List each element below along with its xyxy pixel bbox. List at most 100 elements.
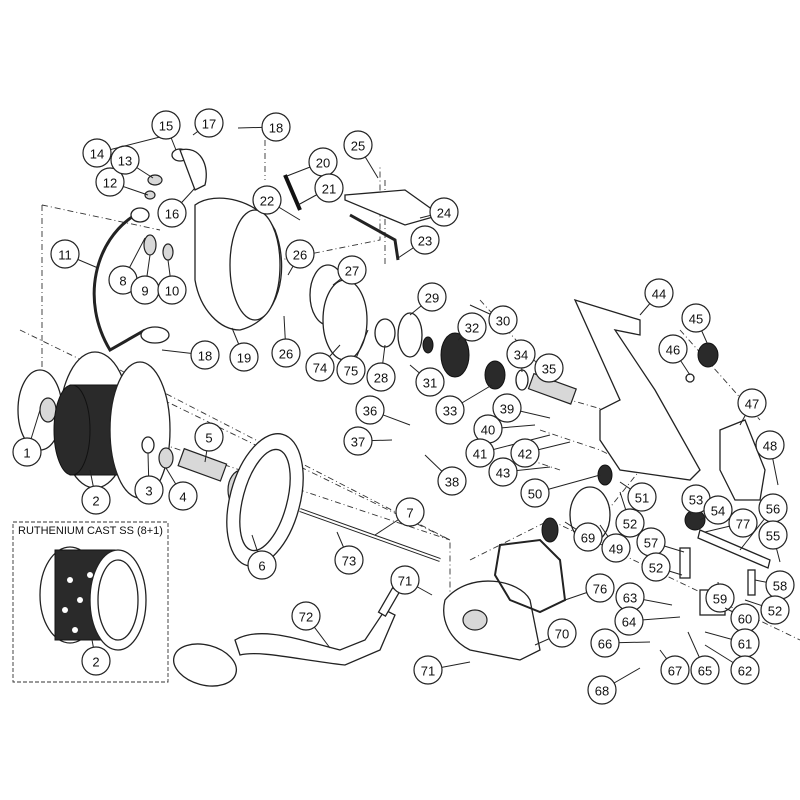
callout-circle — [157, 198, 187, 228]
callout-circle — [229, 342, 259, 372]
part-number: 35 — [542, 362, 556, 377]
part-number: 8 — [119, 274, 126, 289]
part-number: 12 — [103, 176, 117, 191]
callout-circle — [658, 334, 688, 364]
part-number: 29 — [425, 291, 439, 306]
part-number: 64 — [622, 615, 636, 630]
callout-circle — [337, 255, 367, 285]
callout: 4 — [165, 467, 198, 511]
callout: 70 — [534, 618, 577, 648]
callout: 25 — [343, 130, 379, 179]
callout-circle — [737, 388, 767, 418]
callout-circle — [343, 426, 373, 456]
part-number: 51 — [635, 491, 649, 506]
bail-and-housing — [92, 148, 442, 353]
callout: 59 — [705, 581, 735, 613]
part-number: 77 — [736, 517, 750, 532]
callout-circle — [334, 545, 364, 575]
callout-circle — [705, 583, 735, 613]
part-number: 75 — [344, 364, 358, 379]
callout: 42 — [510, 438, 571, 468]
callout: 52 — [615, 491, 645, 538]
callout-circle — [510, 438, 540, 468]
callout: 38 — [424, 454, 467, 496]
inset-callout: 2 — [81, 639, 111, 676]
callout-circle — [194, 108, 224, 138]
part-number: 57 — [644, 536, 658, 551]
callout: 47 — [737, 388, 767, 426]
part-number: 46 — [666, 343, 680, 358]
callout: 29 — [409, 282, 447, 316]
callout-circle — [760, 595, 790, 625]
inset-alternate-spool: RUTHENIUM CAST SS (8+1) — [12, 521, 169, 683]
callout: 23 — [397, 225, 440, 259]
part-number: 71 — [398, 574, 412, 589]
callout-circle — [590, 628, 620, 658]
callout: 58 — [754, 570, 795, 600]
callout-circle — [758, 520, 788, 550]
callout: 30 — [469, 304, 518, 335]
callout: 73 — [334, 531, 364, 575]
callout: 20 — [286, 147, 338, 177]
callout-circle — [660, 655, 690, 685]
callout-circle — [437, 466, 467, 496]
part-number: 30 — [496, 314, 510, 329]
callout: 18 — [237, 112, 291, 142]
part-number: 69 — [581, 531, 595, 546]
part-number: 52 — [623, 517, 637, 532]
callout: 49 — [599, 524, 631, 563]
callout-circle — [291, 601, 321, 631]
callout-circle — [410, 225, 440, 255]
part-number: 5 — [205, 431, 212, 446]
callout: 35 — [534, 353, 564, 383]
part-number: 26 — [293, 248, 307, 263]
part-number: 33 — [443, 404, 457, 419]
callout: 69 — [564, 521, 603, 552]
part-number: 53 — [689, 493, 703, 508]
callout-circle — [271, 338, 301, 368]
side-cover — [443, 538, 567, 661]
part-number: 18 — [269, 121, 283, 136]
part-number: 73 — [342, 554, 356, 569]
part-number: 70 — [555, 627, 569, 642]
part-number: 38 — [445, 475, 459, 490]
callout-circle — [755, 430, 785, 460]
callout: 39 — [492, 393, 551, 423]
callout: 24 — [419, 197, 459, 227]
callout: 14 — [82, 136, 161, 168]
handle — [173, 586, 401, 687]
callout: 21 — [297, 173, 344, 206]
callout: 37 — [343, 426, 393, 456]
part-number: 74 — [313, 361, 327, 376]
part-number: 17 — [202, 117, 216, 132]
callout-circle — [81, 485, 111, 515]
callout: 19 — [229, 327, 259, 372]
part-number: 55 — [766, 529, 780, 544]
callout: 76 — [564, 573, 615, 603]
callout: 66 — [590, 628, 651, 658]
callout-circle — [601, 533, 631, 563]
callout: 46 — [658, 334, 691, 376]
callout: 44 — [639, 278, 674, 316]
callout-circle — [252, 185, 282, 215]
part-number: 39 — [500, 402, 514, 417]
callout: 7 — [374, 497, 425, 536]
callout-circle — [50, 239, 80, 269]
part-number: 52 — [649, 561, 663, 576]
part-number: 26 — [279, 347, 293, 362]
callout: 61 — [704, 628, 760, 658]
callout: 64 — [614, 606, 681, 636]
callout-circle — [587, 675, 617, 705]
callout: 16 — [157, 187, 196, 228]
part-number: 2 — [92, 655, 99, 670]
spool-assembly — [17, 351, 228, 499]
callout-circle — [285, 239, 315, 269]
part-number: 62 — [738, 664, 752, 679]
callout-circle — [366, 362, 396, 392]
callout: 62 — [704, 644, 760, 685]
callout: 51 — [619, 481, 657, 512]
callout-circle — [336, 355, 366, 385]
part-number: 37 — [351, 435, 365, 450]
callout-circle — [314, 173, 344, 203]
part-number: 21 — [322, 182, 336, 197]
